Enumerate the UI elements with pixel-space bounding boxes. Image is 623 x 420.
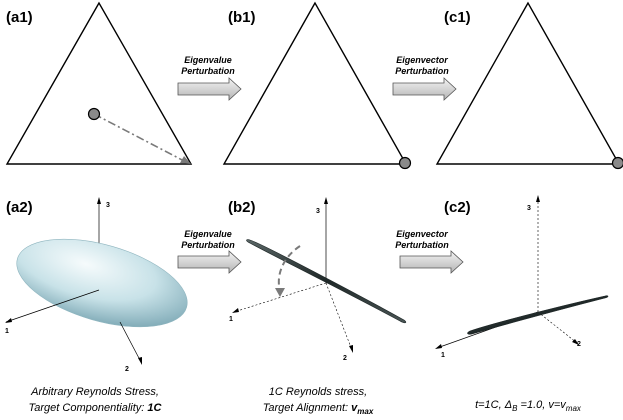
- axis-1-line: [5, 289, 100, 323]
- caption-a-line2: Target Componentiality: 1C: [5, 400, 185, 416]
- caption-a: Arbitrary Reynolds Stress, Target Compon…: [5, 384, 185, 416]
- axis-label-2: 2: [577, 341, 581, 348]
- axis-arrowhead-icon: [324, 197, 328, 204]
- axis-label-1: 1: [229, 316, 233, 323]
- perturbation-arrow-bottom-right: Eigenvector Perturbation: [395, 229, 464, 274]
- caption-b-line1: 1C Reynolds stress,: [268, 386, 368, 398]
- caption-b: 1C Reynolds stress, Target Alignment: vm…: [225, 384, 411, 420]
- rotation-arc: [277, 245, 301, 292]
- panel-label-a1: (a1): [6, 9, 33, 26]
- axis-1-line: [233, 282, 327, 313]
- panel-label-a2: (a2): [6, 199, 33, 216]
- axis-arrowhead-icon: [572, 339, 579, 345]
- arrow-label-line2: Perturbation: [395, 66, 449, 76]
- axis-label-3: 3: [106, 202, 110, 209]
- axis-arrowhead-icon: [5, 318, 12, 323]
- axis-label-3: 3: [527, 205, 531, 212]
- rotation-arrowhead-icon: [275, 288, 285, 297]
- panel-label-b2: (b2): [228, 199, 256, 216]
- reynolds-ellipsoid-a2: 3 1 2: [5, 197, 188, 373]
- caption-a-line2-text: Target Componentiality:: [28, 402, 148, 414]
- barycentric-triangle: [5, 1, 193, 165]
- block-arrow-icon: [177, 250, 242, 274]
- arrow-label-line1: Eigenvector: [396, 55, 448, 65]
- block-arrow-icon: [392, 77, 457, 101]
- axis-label-3: 3: [316, 208, 320, 215]
- triangle-a1: [5, 1, 193, 165]
- arrow-label-line2: Perturbation: [395, 240, 449, 250]
- caption-a-line2-bold: 1C: [147, 402, 162, 414]
- panel-label-b1: (b1): [228, 9, 256, 26]
- arrow-label-line1: Eigenvector: [396, 229, 448, 239]
- axis-label-1: 1: [441, 352, 445, 359]
- reynolds-state-marker: [611, 156, 623, 170]
- block-arrow-icon: [399, 250, 464, 274]
- caption-c-v-sub: max: [565, 404, 581, 414]
- arrow-label-line2: Perturbation: [181, 66, 235, 76]
- axis-2-line: [119, 321, 142, 363]
- axis-arrowhead-icon: [435, 344, 442, 349]
- caption-a-line1: Arbitrary Reynolds Stress,: [31, 386, 159, 398]
- panel-label-c2: (c2): [444, 199, 471, 216]
- block-arrow-icon: [177, 77, 242, 101]
- arrow-label-line1: Eigenvalue: [184, 229, 232, 239]
- caption-c: t=1C, ΔB =1.0, v=vmax: [440, 397, 616, 417]
- triangle-c1: [435, 1, 623, 170]
- ellipsoid-body: [16, 238, 188, 328]
- trajectory-arrowhead-icon: [180, 156, 191, 164]
- reynolds-disk-c2: 3 1 2: [435, 195, 609, 359]
- caption-c-delta-sub: B: [512, 404, 518, 414]
- axis-label-1: 1: [5, 328, 9, 335]
- axis-arrowhead-icon: [349, 345, 353, 353]
- trajectory-line: [93, 113, 187, 163]
- triangle-b1: [222, 1, 412, 170]
- barycentric-triangle: [435, 1, 621, 165]
- reynolds-state-marker: [398, 156, 412, 170]
- axis-label-2: 2: [125, 366, 129, 373]
- perturbation-arrow-top-right: Eigenvector Perturbation: [392, 55, 457, 101]
- reynolds-disk-b2: 3 1 2: [229, 197, 407, 362]
- perturbation-arrow-bottom-left: Eigenvalue Perturbation: [177, 229, 242, 274]
- caption-b-line2-bold: v: [351, 402, 358, 414]
- rotated-flattened-ellipsoid: [467, 295, 609, 335]
- arrow-label-line2: Perturbation: [181, 240, 235, 250]
- axis-arrowhead-icon: [97, 197, 101, 204]
- axis-label-2: 2: [343, 355, 347, 362]
- caption-b-line2-sub: max: [357, 407, 374, 417]
- caption-b-line2: Target Alignment: vmax: [225, 400, 411, 420]
- caption-c-delta: Δ: [504, 399, 513, 411]
- caption-c-part1: t=1C,: [475, 399, 505, 411]
- axis-arrowhead-icon: [536, 195, 540, 202]
- arrow-label-line1: Eigenvalue: [184, 55, 232, 65]
- caption-c-part2: =1.0, v=v: [517, 399, 566, 411]
- perturbation-arrow-top-left: Eigenvalue Perturbation: [177, 55, 242, 101]
- caption-b-line2-text: Target Alignment:: [262, 402, 352, 414]
- axis-2-line: [537, 311, 578, 344]
- axis-arrowhead-icon: [138, 357, 142, 365]
- axis-arrowhead-icon: [232, 308, 239, 313]
- panel-label-c1: (c1): [444, 9, 471, 26]
- barycentric-triangle: [222, 1, 408, 165]
- reynolds-state-marker: [87, 107, 101, 121]
